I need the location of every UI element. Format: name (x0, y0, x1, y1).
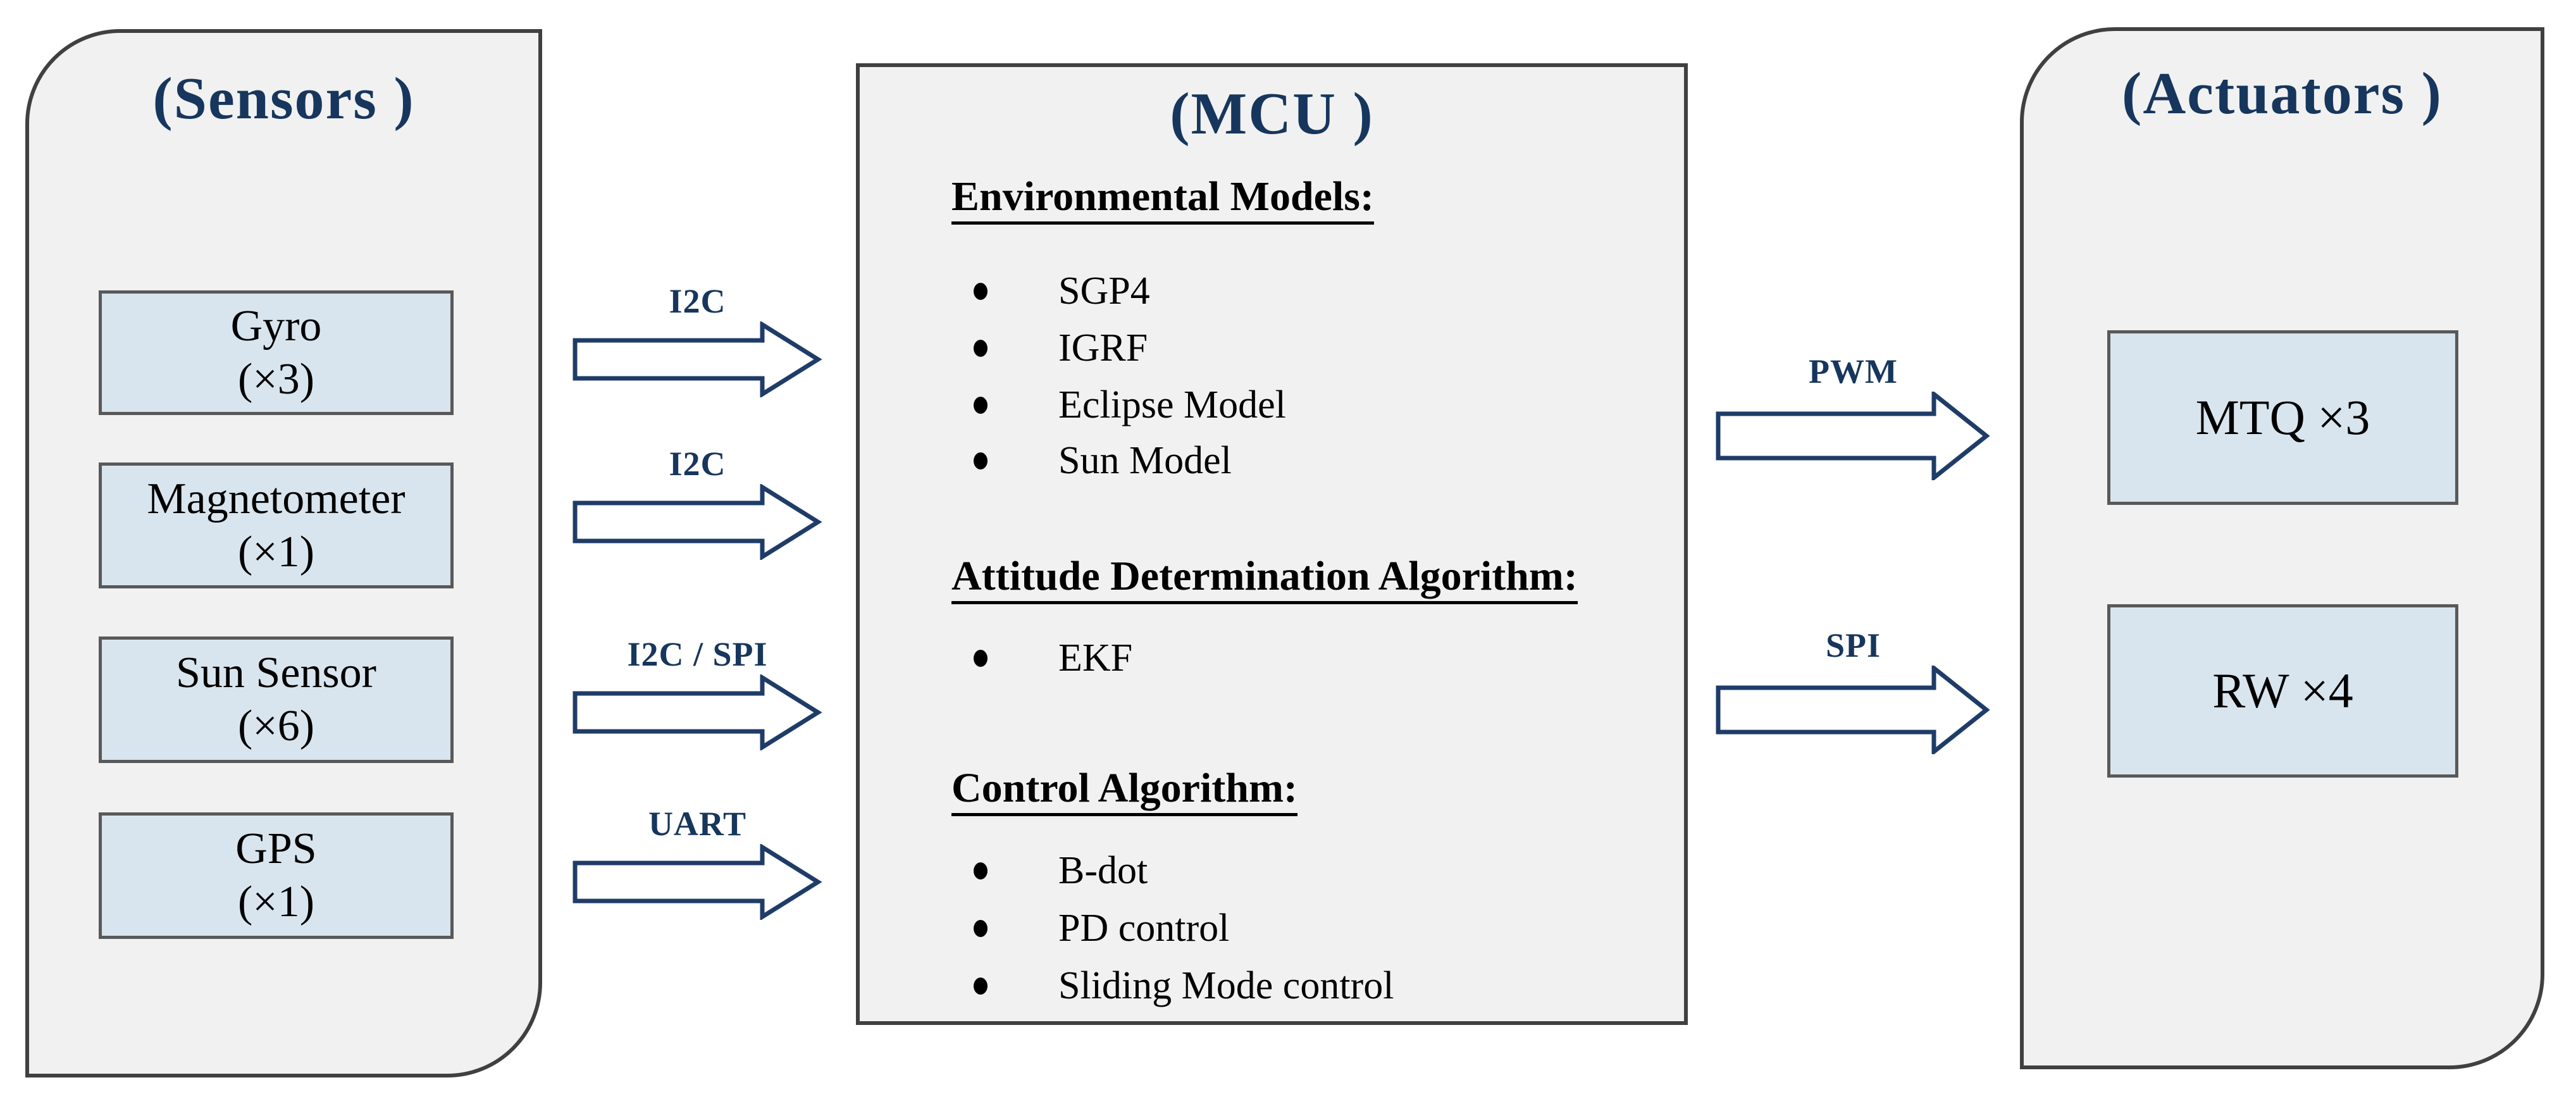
mcu-heading-attitude-determination: Attitude Determination Algorithm: (951, 550, 1578, 607)
arrow-mcu-to-mtq-label: PWM (1809, 352, 1898, 390)
bullet-icon (974, 282, 988, 300)
actuators-panel: (Actuators ) MTQ ×3 RW ×4 (2020, 27, 2544, 1069)
sensor-box-sun-sensor-name: Sun Sensor (176, 649, 376, 697)
sensor-box-gps-name: GPS (235, 824, 317, 873)
mcu-item-igrf: IGRF (974, 320, 1148, 376)
sensor-box-gyro-name: Gyro (230, 301, 322, 351)
mcu-heading-control-algorithm: Control Algorithm: (951, 762, 1297, 819)
block-arrow-right-icon (573, 674, 822, 750)
sensor-box-gps: GPS (×1) (99, 812, 454, 939)
arrow-magnetometer-to-mcu: I2C (573, 446, 822, 560)
mcu-item-eclipse-model: Eclipse Model (974, 376, 1286, 433)
sensor-box-magnetometer-name: Magnetometer (147, 474, 406, 523)
sensors-panel: (Sensors ) Gyro (×3) Magnetometer (×1) S… (25, 29, 542, 1077)
block-arrow-right-icon (1716, 666, 1990, 754)
mcu-item-b-dot: B-dot (974, 842, 1148, 899)
actuator-box-mtq: MTQ ×3 (2107, 330, 2458, 505)
actuators-panel-title: (Actuators ) (2122, 61, 2443, 127)
sensors-panel-title: (Sensors ) (152, 66, 415, 132)
mcu-item-sun-model: Sun Model (974, 432, 1232, 489)
arrow-sun-sensor-to-mcu: I2C / SPI (573, 636, 822, 750)
sensor-box-gyro: Gyro (×3) (99, 290, 454, 415)
arrow-sun-sensor-to-mcu-label: I2C / SPI (627, 635, 768, 673)
sensor-box-gps-count: (×1) (237, 878, 315, 926)
arrow-gps-to-mcu: UART (573, 806, 822, 920)
mcu-item-sliding-mode-control: Sliding Mode control (974, 957, 1394, 1014)
mcu-item-pd-control: PD control (974, 900, 1229, 957)
arrow-mcu-to-rw-label: SPI (1825, 626, 1881, 664)
arrow-gps-to-mcu-label: UART (648, 805, 747, 843)
arrow-mcu-to-rw: SPI (1716, 628, 1991, 754)
sensor-box-sun-sensor-count: (×6) (237, 702, 315, 750)
mcu-heading-environmental-models: Environmental Models: (951, 171, 1374, 228)
bullet-icon (974, 862, 988, 879)
sensor-box-magnetometer: Magnetometer (×1) (99, 463, 454, 588)
sensor-box-magnetometer-count: (×1) (237, 527, 315, 576)
block-arrow-right-icon (1716, 392, 1990, 480)
bullet-icon (974, 977, 988, 995)
mcu-item-sgp4: SGP4 (974, 263, 1150, 320)
bullet-icon (974, 452, 988, 469)
bullet-icon (974, 339, 988, 357)
block-arrow-right-icon (573, 484, 822, 560)
bullet-icon (974, 919, 988, 937)
bullet-icon (974, 649, 988, 667)
arrow-gyro-to-mcu: I2C (573, 283, 822, 397)
mcu-panel: (MCU ) Environmental Models: SGP4 IGRF E… (856, 63, 1688, 1025)
actuator-box-mtq-label: MTQ ×3 (2195, 390, 2370, 445)
mcu-panel-title: (MCU ) (1170, 81, 1374, 147)
bullet-icon (974, 396, 988, 414)
block-arrow-right-icon (573, 844, 822, 920)
arrow-mcu-to-mtq: PWM (1716, 354, 1991, 480)
block-arrow-right-icon (573, 321, 822, 397)
arrow-magnetometer-to-mcu-label: I2C (669, 445, 726, 483)
arrow-gyro-to-mcu-label: I2C (669, 282, 726, 320)
actuator-box-rw-label: RW ×4 (2212, 663, 2353, 718)
mcu-item-ekf: EKF (974, 630, 1132, 686)
actuator-box-rw: RW ×4 (2107, 604, 2458, 778)
sensor-box-gyro-count: (×3) (237, 354, 315, 404)
sensor-box-sun-sensor: Sun Sensor (×6) (99, 636, 454, 763)
